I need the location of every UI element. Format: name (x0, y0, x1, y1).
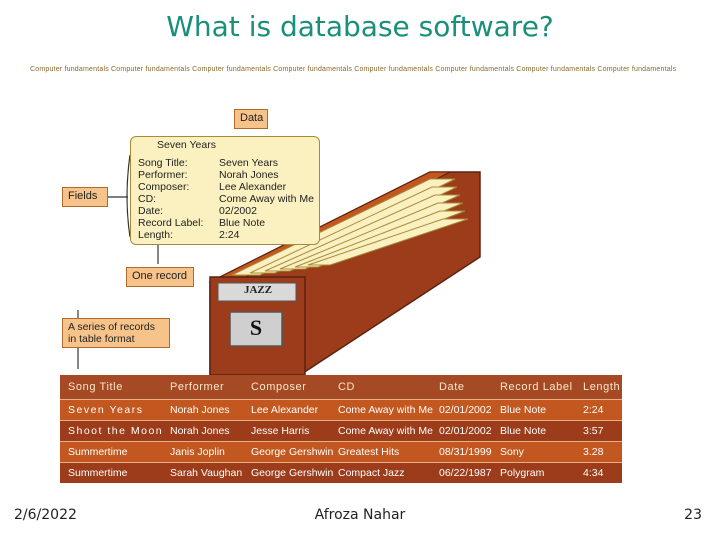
table-cell: 4:34 (583, 467, 604, 479)
card-value: 2:24 (219, 229, 240, 241)
table-cell: 06/22/1987 (439, 467, 492, 479)
table-cell: Blue Note (500, 425, 547, 437)
table-cell: Janis Joplin (170, 446, 225, 458)
table-cell: Polygram (500, 467, 545, 479)
table-row: Shoot the Moon Norah Jones Jesse Harris … (60, 420, 622, 441)
card-field: Performer: (138, 169, 188, 181)
drawer-label-s: S (249, 315, 263, 340)
column-header: Date (439, 381, 465, 393)
table-cell: 3.28 (583, 446, 604, 458)
column-header: Performer (170, 381, 225, 393)
card-value: 02/2002 (219, 205, 257, 217)
card-field: Composer: (138, 181, 190, 193)
table-row: Seven Years Norah Jones Lee Alexander Co… (60, 399, 622, 420)
footer-date: 2/6/2022 (14, 507, 77, 523)
table-cell: Sony (500, 446, 524, 458)
callout-one-record: One record (126, 267, 194, 287)
table-cell: Compact Jazz (338, 467, 405, 479)
table-cell: Shoot the Moon (68, 425, 164, 437)
database-figure: JAZZ S Data Fields One record A series o… (60, 107, 622, 485)
table-cell: 3:57 (583, 425, 604, 437)
card-field: Record Label: (138, 217, 204, 229)
table-row: Summertime Janis Joplin George Gershwin … (60, 441, 622, 462)
column-header: Length (583, 381, 621, 393)
card-field: Date: (138, 205, 164, 217)
table-cell: Come Away with Me (338, 425, 433, 437)
table-cell: Norah Jones (170, 404, 230, 416)
table-cell: George Gershwin (251, 467, 334, 479)
callout-fields: Fields (62, 187, 108, 207)
table-cell: Jesse Harris (251, 425, 310, 437)
card-field: Song Title: (138, 157, 188, 169)
table-cell: Lee Alexander (251, 404, 319, 416)
table-cell: George Gershwin (251, 446, 334, 458)
card-field: Length: (138, 229, 174, 241)
card-value: Lee Alexander (219, 181, 287, 193)
table-header: Song Title Performer Composer CD Date Re… (60, 375, 622, 399)
footer-author: Afroza Nahar (314, 507, 406, 523)
table-cell: 02/01/2002 (439, 404, 492, 416)
record-card: Seven Years Song Title: Seven Years Perf… (130, 136, 320, 245)
table-row: Summertime Sarah Vaughan George Gershwin… (60, 462, 622, 483)
card-field: CD: (138, 193, 157, 205)
column-header: Record Label (500, 381, 573, 393)
table-cell: Sarah Vaughan (170, 467, 243, 479)
column-header: CD (338, 381, 356, 393)
footer-page-number: 23 (684, 507, 702, 523)
table-cell: Summertime (68, 467, 128, 479)
table-cell: 2:24 (583, 404, 604, 416)
callout-series-of-records: A series of records in table format (62, 318, 170, 348)
ticker-text: Computer fundamentals Computer fundament… (30, 66, 677, 73)
slide-title: What is database software? (166, 10, 554, 43)
card-value: Come Away with Me (219, 193, 314, 205)
card-value: Norah Jones (219, 169, 279, 181)
column-header: Song Title (68, 381, 123, 393)
table-cell: Come Away with Me (338, 404, 433, 416)
card-file-drawer-illustration (77, 137, 481, 375)
table-cell: Seven Years (68, 404, 144, 416)
table-cell: Blue Note (500, 404, 547, 416)
table-cell: 02/01/2002 (439, 425, 492, 437)
table-cell: Summertime (68, 446, 128, 458)
records-table: Song Title Performer Composer CD Date Re… (60, 375, 622, 483)
table-cell: 08/31/1999 (439, 446, 492, 458)
table-cell: Greatest Hits (338, 446, 400, 458)
table-cell: Norah Jones (170, 425, 230, 437)
drawer-label-jazz: JAZZ (243, 284, 273, 296)
card-value: Seven Years (219, 157, 278, 169)
callout-data: Data (234, 109, 268, 129)
record-card-header: Seven Years (157, 139, 216, 151)
card-value: Blue Note (219, 217, 266, 229)
column-header: Composer (251, 381, 307, 393)
